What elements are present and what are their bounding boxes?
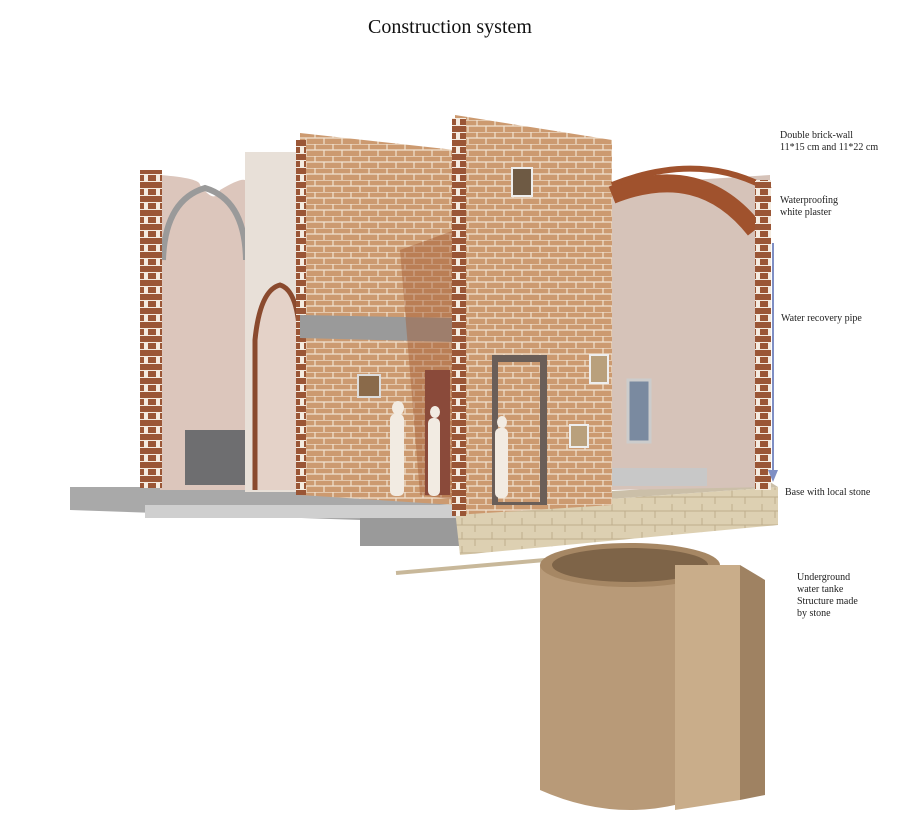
- label-waterproofing-plaster: Waterproofing white plaster: [780, 195, 839, 218]
- label-double-brick-wall: Double brick-wall 11*15 cm and 11*22 cm: [780, 130, 879, 153]
- water-flow-arrow: [768, 243, 778, 482]
- left-concrete-base: [70, 487, 460, 546]
- underground-water-tank: [540, 543, 765, 810]
- label-base-local-stone: Base with local stone: [785, 487, 871, 498]
- diagram-title: Construction system: [368, 16, 532, 38]
- label-water-recovery-pipe: Water recovery pipe: [781, 313, 862, 324]
- human-figures: [390, 401, 508, 498]
- right-vaulted-room: [608, 165, 772, 490]
- left-room: [140, 152, 303, 492]
- front-brick-wall: [452, 115, 612, 516]
- label-underground-tank: Underground water tanke Structure made b…: [797, 572, 858, 619]
- connection-pipe: [395, 558, 546, 575]
- vanity-cabinet: [185, 430, 245, 485]
